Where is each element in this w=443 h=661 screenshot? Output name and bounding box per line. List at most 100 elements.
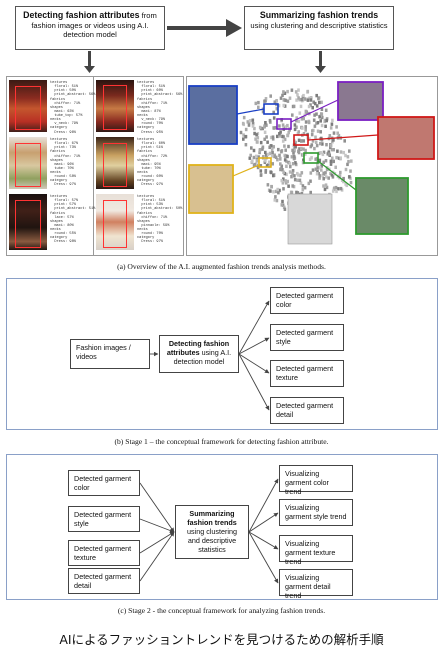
cluster-thumbnail — [288, 128, 291, 132]
cluster-thumbnail — [300, 97, 304, 102]
cluster-thumbnail — [301, 160, 305, 165]
cluster-thumbnail — [272, 116, 276, 120]
stage1-input-box: Fashion images / videos — [70, 339, 150, 369]
cluster-thumbnail — [301, 184, 305, 188]
cluster-thumbnail — [265, 164, 269, 168]
stage2-input-style: Detected garment style — [68, 506, 140, 532]
cluster-thumbnail — [283, 137, 287, 142]
cluster-thumbnail — [270, 154, 274, 158]
cluster-thumbnail — [309, 190, 312, 195]
cluster-thumbnail — [282, 90, 285, 94]
cluster-thumbnail — [278, 188, 281, 193]
cluster-thumbnail — [299, 173, 302, 178]
cluster-thumbnail — [252, 155, 256, 160]
cluster-thumbnail — [320, 136, 323, 141]
cluster-thumbnail — [324, 171, 327, 175]
cluster-thumbnail — [256, 165, 260, 170]
cluster-thumbnail — [320, 168, 323, 172]
cluster-thumbnail — [337, 156, 341, 160]
cluster-thumbnail — [308, 137, 311, 141]
cluster-thumbnail — [268, 145, 271, 149]
cluster-thumbnail — [281, 139, 285, 143]
cluster-thumbnail — [335, 125, 338, 129]
cluster-thumbnail — [339, 156, 342, 160]
cluster-thumbnail — [325, 117, 329, 121]
cluster-thumbnail — [332, 148, 335, 152]
cluster-thumbnail — [311, 168, 315, 172]
cluster-thumbnail — [322, 177, 325, 181]
cluster-thumbnail — [304, 125, 307, 129]
cluster-thumbnail — [279, 96, 283, 100]
cluster-thumbnail — [311, 139, 315, 143]
cluster-thumbnail — [251, 122, 255, 126]
cluster-thumbnail — [273, 100, 277, 104]
cluster-thumbnail — [254, 101, 258, 106]
cluster-thumbnail — [266, 183, 270, 187]
cluster-thumbnail — [291, 184, 294, 188]
cluster-thumbnail — [316, 163, 319, 167]
cluster-thumbnail — [312, 118, 316, 122]
cluster-thumbnail — [336, 149, 339, 153]
cluster-thumbnail — [288, 161, 292, 165]
cluster-thumbnail — [261, 126, 264, 131]
stage1-output-texture: Detected garment texture — [270, 360, 344, 387]
stage2-input-texture: Detected garment texture — [68, 540, 140, 566]
cluster-thumbnail — [282, 177, 285, 181]
cluster-thumbnail — [280, 203, 284, 207]
cluster-thumbnail — [273, 198, 277, 202]
cluster-thumbnail — [294, 161, 297, 165]
cluster-thumbnail — [332, 159, 335, 164]
cluster-thumbnail — [329, 171, 332, 176]
cluster-thumbnail — [259, 140, 263, 145]
cluster-thumbnail — [315, 93, 318, 98]
cluster-thumbnail — [332, 131, 336, 135]
cluster-thumbnail — [285, 172, 288, 177]
cluster-thumbnail — [271, 137, 275, 141]
cluster-thumbnail — [277, 103, 281, 108]
cluster-thumbnail — [286, 89, 289, 94]
cluster-thumbnail — [334, 165, 337, 169]
cluster-thumbnail — [330, 148, 334, 152]
cluster-thumbnail — [313, 113, 316, 117]
cluster-thumbnail — [282, 170, 285, 174]
green-cluster-marker — [303, 152, 319, 164]
cluster-thumbnail — [315, 172, 319, 176]
stage2-in-detail — [139, 531, 175, 582]
cluster-thumbnail — [324, 183, 328, 187]
cluster-thumbnail — [248, 119, 252, 123]
cluster-thumbnail — [289, 164, 292, 169]
cluster-thumbnail — [301, 188, 305, 192]
cluster-thumbnail — [239, 130, 243, 135]
detect-attributes-title: Detecting fashion attributes — [23, 10, 140, 20]
cluster-thumbnail — [284, 179, 287, 183]
stage2-output-texture: Visualizing garment texture trend — [279, 535, 353, 566]
annotation-2: textures floral: 51% print: 60% print_ab… — [137, 81, 183, 135]
cluster-thumbnail — [244, 135, 247, 139]
cluster-thumbnail — [265, 135, 268, 139]
cluster-thumbnail — [307, 104, 311, 109]
cluster-thumbnail — [345, 183, 349, 188]
stage2-out-color — [248, 478, 279, 533]
stage2-center-bold: Summarizing fashion trends — [187, 509, 237, 527]
cluster-thumbnail — [339, 150, 343, 154]
cluster-thumbnail — [263, 125, 266, 129]
cluster-thumbnail — [293, 178, 297, 182]
runway-photo-3 — [9, 137, 47, 189]
cluster-thumbnail — [299, 104, 303, 109]
cluster-thumbnail — [310, 132, 314, 137]
cluster-thumbnail — [263, 99, 266, 103]
cluster-thumbnail — [314, 157, 317, 161]
cluster-thumbnail — [322, 160, 325, 164]
cluster-thumbnail — [293, 127, 297, 132]
cluster-thumbnail — [258, 125, 262, 130]
cluster-thumbnail — [297, 130, 300, 134]
cluster-thumbnail — [296, 178, 299, 182]
red-connector — [307, 134, 379, 141]
cluster-thumbnail — [257, 100, 260, 105]
cluster-thumbnail — [268, 151, 272, 156]
cluster-thumbnail — [276, 187, 279, 192]
cluster-thumbnail — [301, 126, 304, 130]
cluster-thumbnail — [317, 96, 320, 101]
cluster-thumbnail — [276, 158, 279, 162]
